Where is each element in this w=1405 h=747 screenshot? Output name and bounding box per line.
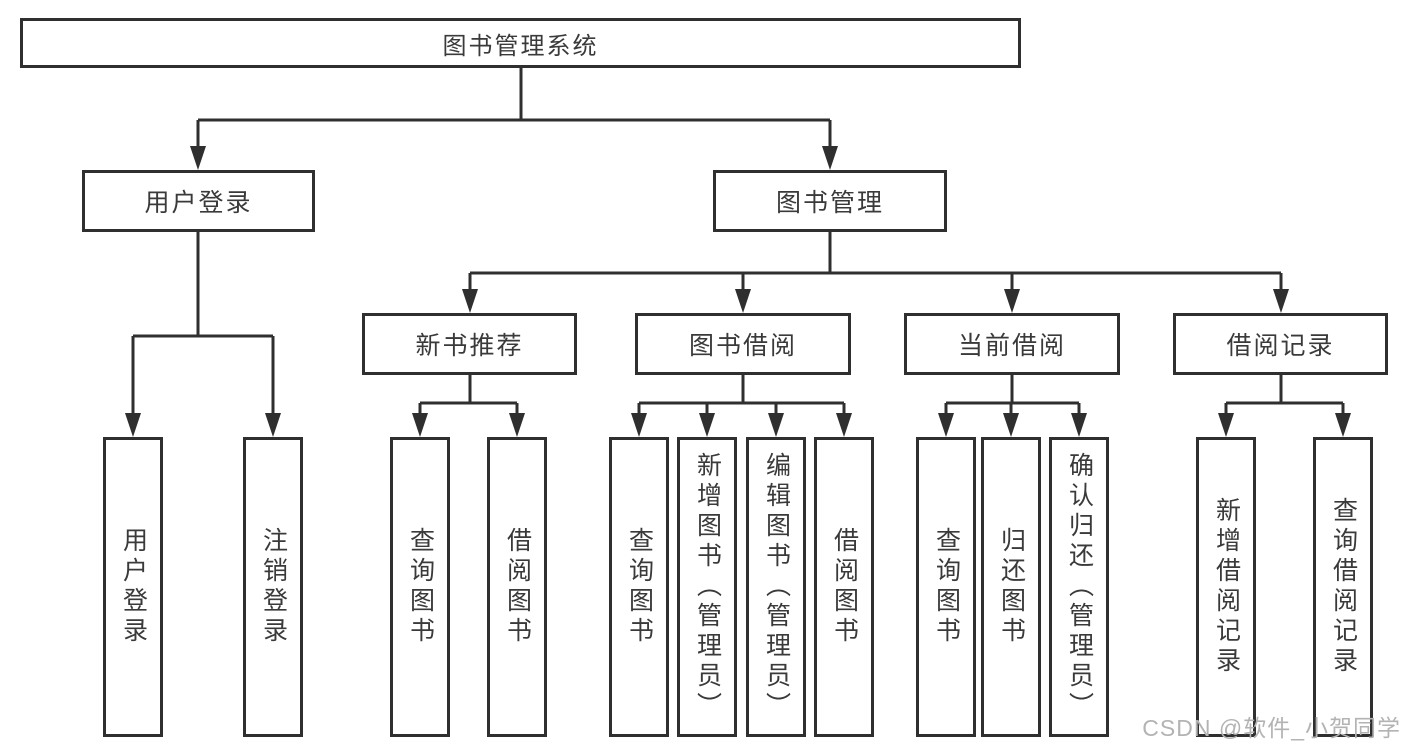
leaf-label: 新增图书（管理员） xyxy=(693,452,722,722)
leaf-edit-book-admin: 编辑图书（管理员） xyxy=(746,437,806,737)
leaf-logout: 注销登录 xyxy=(243,437,303,737)
node-root-library-management-system: 图书管理系统 xyxy=(20,18,1021,68)
node-label: 图书管理系统 xyxy=(442,32,599,60)
leaf-label: 确认归还（管理员） xyxy=(1065,452,1094,722)
leaf-label: 借阅图书 xyxy=(830,527,859,647)
leaf-label: 归还图书 xyxy=(997,527,1026,647)
leaf-label: 查询图书 xyxy=(932,527,961,647)
node-current-borrow: 当前借阅 xyxy=(904,313,1120,375)
leaf-add-book-admin: 新增图书（管理员） xyxy=(677,437,737,737)
leaf-label: 注销登录 xyxy=(259,527,288,647)
node-new-book-recommend: 新书推荐 xyxy=(362,313,577,375)
node-label: 借阅记录 xyxy=(1226,332,1335,360)
connector-recommend-to-leaves xyxy=(412,375,525,437)
leaf-label: 新增借阅记录 xyxy=(1212,497,1241,677)
connector-user-login-to-leaves xyxy=(125,232,281,437)
node-label: 图书管理 xyxy=(775,189,884,217)
node-book-management: 图书管理 xyxy=(713,170,947,232)
leaf-query-borrow-record: 查询借阅记录 xyxy=(1313,437,1373,737)
node-label: 用户登录 xyxy=(144,189,253,217)
connector-borrow-to-leaves xyxy=(631,375,852,437)
connector-root-to-level2 xyxy=(190,68,838,170)
node-label: 当前借阅 xyxy=(957,332,1066,360)
node-book-borrow: 图书借阅 xyxy=(635,313,851,375)
leaf-label: 用户登录 xyxy=(119,527,148,647)
node-user-login: 用户登录 xyxy=(82,170,315,232)
leaf-label: 查询图书 xyxy=(406,527,435,647)
node-label: 新书推荐 xyxy=(415,332,524,360)
leaf-label: 查询借阅记录 xyxy=(1329,497,1358,677)
leaf-confirm-return-admin: 确认归还（管理员） xyxy=(1049,437,1109,737)
leaf-label: 编辑图书（管理员） xyxy=(762,452,791,722)
leaf-label: 借阅图书 xyxy=(503,527,532,647)
connector-current-to-leaves xyxy=(938,375,1087,437)
connector-records-to-leaves xyxy=(1218,375,1351,437)
leaf-label: 查询图书 xyxy=(625,527,654,647)
leaf-user-login: 用户登录 xyxy=(103,437,163,737)
leaf-return-book: 归还图书 xyxy=(981,437,1041,737)
leaf-query-book: 查询图书 xyxy=(916,437,976,737)
node-label: 图书借阅 xyxy=(688,332,797,360)
csdn-watermark: CSDN @软件_小贺同学 xyxy=(1142,715,1401,741)
leaf-query-book: 查询图书 xyxy=(390,437,450,737)
leaf-add-borrow-record: 新增借阅记录 xyxy=(1196,437,1256,737)
leaf-query-book: 查询图书 xyxy=(609,437,669,737)
node-borrow-records: 借阅记录 xyxy=(1173,313,1388,375)
connector-book-management-to-level3 xyxy=(462,232,1289,313)
leaf-borrow-book: 借阅图书 xyxy=(487,437,547,737)
leaf-borrow-book: 借阅图书 xyxy=(814,437,874,737)
